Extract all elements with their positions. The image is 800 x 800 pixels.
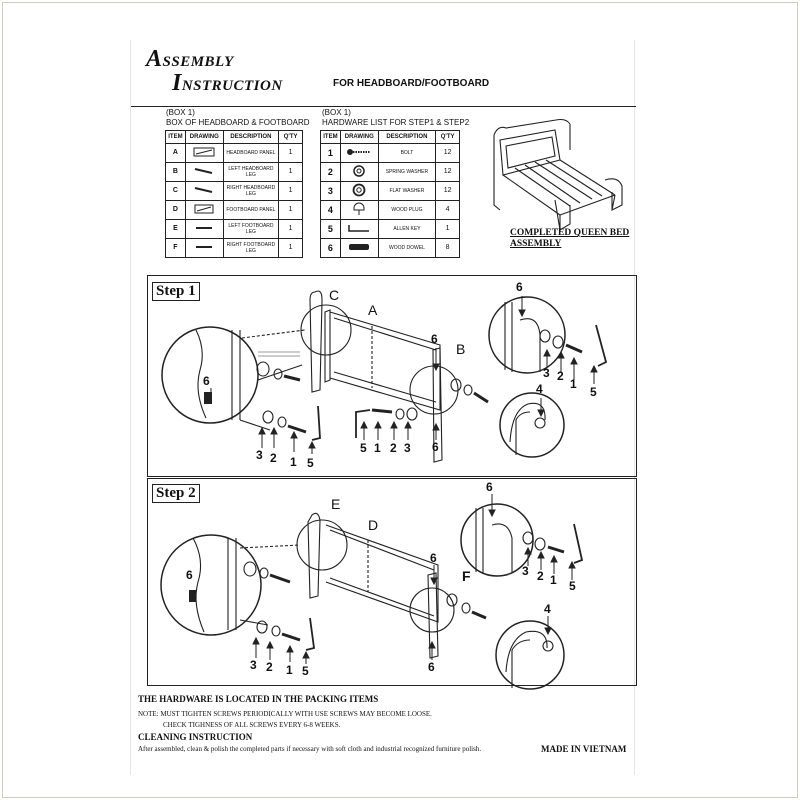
- subtitle: FOR HEADBOARD/FOOTBOARD: [333, 78, 490, 89]
- table-row: 1 BOLT 12: [320, 143, 460, 163]
- callout-f: F: [462, 568, 471, 584]
- table-row: F RIGHT FOOTBOARD LEG 1: [165, 238, 303, 258]
- step2-dowel-num: 6: [486, 480, 493, 494]
- leg-drawing: [184, 238, 224, 258]
- step1-hw-num: 2: [270, 451, 277, 465]
- step2-label: Step 2: [152, 484, 200, 503]
- item-description: LEFT HEADBOARD LEG: [222, 162, 280, 182]
- table-header-row: ITEM DRAWING DESCRIPTION Q'TY: [320, 130, 460, 144]
- hardware-heading: THE HARDWARE IS LOCATED IN THE PACKING I…: [138, 694, 379, 704]
- table-row: 3 FLAT WASHER 12: [320, 181, 460, 201]
- callout-e: E: [331, 496, 341, 512]
- item-qty: 1: [278, 238, 303, 258]
- header-divider: [131, 106, 636, 107]
- step1-dowel-num: 6: [516, 280, 523, 294]
- step2-hw-num: 3: [522, 564, 529, 578]
- tighten-note: NOTE: MUST TIGHTEN SCREWS PERIODICALLY W…: [138, 710, 432, 718]
- step2-dowel-num: 6: [430, 551, 437, 565]
- leg-drawing: [184, 162, 224, 182]
- box2-caption-line1: (BOX 1): [322, 108, 351, 117]
- step2-hw-num: 5: [302, 664, 309, 678]
- table-row: B LEFT HEADBOARD LEG 1: [165, 162, 303, 182]
- step2-hw-num: 2: [266, 660, 273, 674]
- callout-c: C: [329, 287, 340, 303]
- step1-hw-num: 1: [570, 377, 577, 391]
- step1-label: Step 1: [152, 282, 200, 301]
- leg-drawing: [184, 181, 224, 201]
- step2-hw-num: 3: [250, 658, 257, 672]
- table-row: E LEFT FOOTBOARD LEG 1: [165, 219, 303, 239]
- title-line-1: ASSEMBLY: [146, 46, 234, 72]
- item-description: SPRING WASHER: [377, 162, 437, 182]
- callout-a: A: [368, 302, 378, 318]
- step2-hw-num: 2: [537, 569, 544, 583]
- right-margin-line: [634, 40, 635, 775]
- step2-plug-num: 4: [544, 602, 551, 616]
- step2-hw-num: 1: [550, 573, 557, 587]
- tightness-note: CHECK TIGHNESS OF ALL SCREWS EVERY 6-8 W…: [163, 721, 341, 729]
- left-margin-line: [130, 40, 131, 775]
- item-qty: 1: [278, 200, 303, 220]
- table-row: 6 WOOD DOWEL 8: [320, 238, 460, 258]
- step1-hw-num: 2: [557, 369, 564, 383]
- cleaning-text: After assembled, clean & polish the comp…: [138, 745, 482, 753]
- table-row: C RIGHT HEADBOARD LEG 1: [165, 181, 303, 201]
- step1-hw-num: 3: [543, 366, 550, 380]
- step1-hw-num: 5: [307, 456, 314, 470]
- item-description: RIGHT FOOTBOARD LEG: [222, 238, 280, 258]
- flat-washer-drawing: [339, 181, 379, 201]
- box1-caption-line1: (BOX 1): [166, 108, 195, 117]
- table-row: 4 WOOD PLUG 4: [320, 200, 460, 220]
- step1-hw-num: 1: [290, 455, 297, 469]
- item-description: LEFT FOOTBOARD LEG: [222, 219, 280, 239]
- step2-dowel-num: 6: [428, 660, 435, 674]
- table-header-row: ITEM DRAWING DESCRIPTION Q'TY: [165, 130, 303, 144]
- step2-hw-num: 1: [286, 663, 293, 677]
- step2-panel: [147, 478, 637, 686]
- box1-table: ITEM DRAWING DESCRIPTION Q'TY A HEADBOAR…: [165, 130, 303, 258]
- cleaning-heading: CLEANING INSTRUCTION: [138, 732, 253, 742]
- step1-plug-num: 4: [536, 382, 543, 396]
- box2-table: ITEM DRAWING DESCRIPTION Q'TY 1 BOLT 12 …: [320, 130, 460, 258]
- step1-hw-num: 2: [390, 441, 397, 455]
- step1-hw-num: 3: [256, 448, 263, 462]
- step1-hw-num: 3: [404, 441, 411, 455]
- wood-dowel-drawing: [339, 238, 379, 258]
- item-qty: 8: [435, 238, 460, 258]
- step1-hw-num: 1: [374, 441, 381, 455]
- step1-hw-num: 5: [590, 385, 597, 399]
- callout-d: D: [368, 517, 379, 533]
- step1-dowel-num: 6: [203, 374, 210, 388]
- step1-dowel-num: 6: [431, 332, 438, 346]
- item-code: 6: [320, 238, 341, 258]
- made-in-label: MADE IN VIETNAM: [541, 744, 627, 754]
- completed-bed-label: COMPLETED QUEEN BED ASSEMBLY: [510, 228, 630, 249]
- box2-caption: (BOX 1) HARDWARE LIST FOR STEP1 & STEP2: [322, 108, 469, 128]
- title-line-2: INSTRUCTION: [172, 70, 283, 96]
- callout-b: B: [456, 341, 466, 357]
- box1-caption: (BOX 1) BOX OF HEADBOARD & FOOTBOARD: [166, 108, 310, 128]
- step2-dowel-num: 6: [186, 568, 193, 582]
- step1-hw-num: 5: [360, 441, 367, 455]
- step1-dowel-num: 6: [432, 440, 439, 454]
- box1-caption-line2: BOX OF HEADBOARD & FOOTBOARD: [166, 118, 310, 127]
- box2-caption-line2: HARDWARE LIST FOR STEP1 & STEP2: [322, 118, 470, 127]
- step2-hw-num: 5: [569, 579, 576, 593]
- item-description: WOOD DOWEL: [377, 238, 437, 258]
- item-description: BOLT: [377, 143, 437, 163]
- wood-plug-drawing: [339, 200, 379, 220]
- step1-panel: [147, 275, 637, 477]
